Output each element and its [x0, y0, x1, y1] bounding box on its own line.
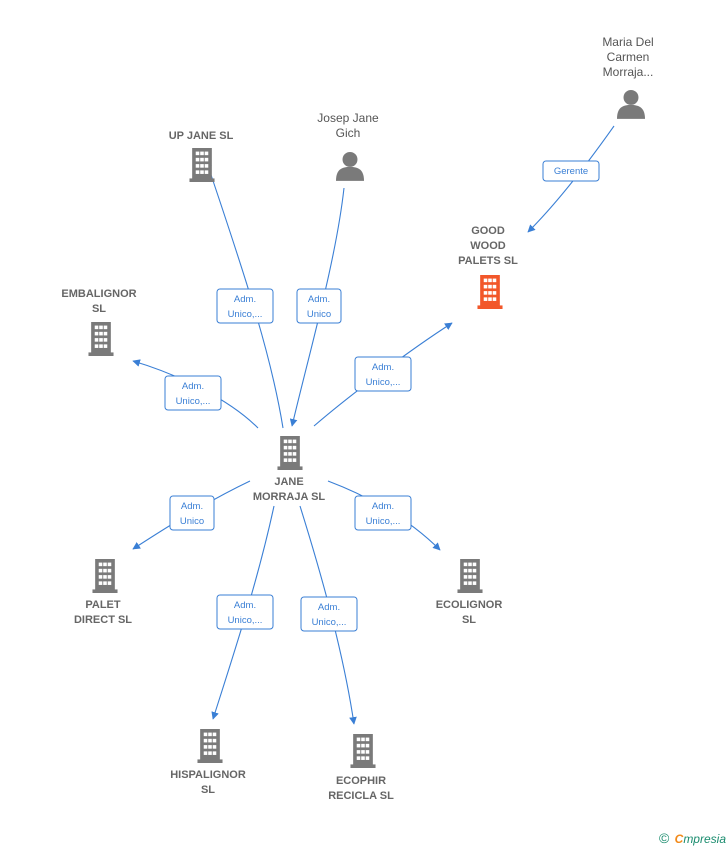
- node-label: JANE: [274, 476, 303, 488]
- node-maria-del-carmen[interactable]: Maria Del Carmen Morraja...: [602, 35, 654, 119]
- role-text: Adm.: [318, 602, 340, 613]
- node-label: SL: [462, 614, 476, 626]
- role-text: Unico,...: [228, 615, 263, 626]
- role-label-to-ecophir[interactable]: Adm. Unico,...: [300, 596, 358, 632]
- role-text: Adm.: [182, 381, 204, 392]
- role-label-to-palet[interactable]: Adm. Unico: [169, 495, 215, 531]
- building-icon: [88, 322, 114, 356]
- node-label: Carmen: [607, 50, 650, 64]
- role-text: Adm.: [308, 294, 330, 305]
- node-label: WOOD: [470, 240, 505, 252]
- empresia-watermark: © Cmpresia: [659, 830, 726, 846]
- node-label: HISPALIGNOR: [170, 769, 246, 781]
- role-label-to-embalignor[interactable]: Adm. Unico,...: [164, 375, 222, 411]
- role-text: Adm.: [234, 600, 256, 611]
- node-label: PALET: [85, 599, 121, 611]
- brand-initial: C: [674, 832, 684, 846]
- node-label: SL: [92, 303, 106, 315]
- role-label-to-hispalignor[interactable]: Adm. Unico,...: [216, 594, 274, 630]
- role-text: Unico,...: [366, 516, 401, 527]
- role-text: Unico,...: [366, 377, 401, 388]
- role-text: Unico: [307, 309, 331, 320]
- copyright-symbol: ©: [658, 830, 670, 846]
- role-text: Unico: [180, 516, 204, 527]
- role-text: Adm.: [234, 294, 256, 305]
- role-label-josep-to-center[interactable]: Adm. Unico: [296, 288, 342, 324]
- building-icon: [197, 729, 223, 763]
- node-label: GOOD: [471, 225, 505, 237]
- building-icon: [92, 559, 118, 593]
- building-icon: [350, 734, 376, 768]
- role-text: Unico,...: [176, 396, 211, 407]
- node-label: Josep Jane: [317, 111, 379, 125]
- role-text: Adm.: [181, 501, 203, 512]
- node-label: UP JANE SL: [169, 130, 234, 142]
- node-up-jane[interactable]: UP JANE SL: [169, 130, 234, 182]
- role-text: Unico,...: [228, 309, 263, 320]
- role-label-to-good-wood[interactable]: Adm. Unico,...: [354, 356, 412, 392]
- node-jane-morraja[interactable]: JANE MORRAJA SL: [253, 436, 326, 503]
- node-label: ECOLIGNOR: [436, 599, 503, 611]
- node-label: EMBALIGNOR: [61, 288, 136, 300]
- building-icon: [457, 559, 483, 593]
- role-text: Unico,...: [312, 617, 347, 628]
- node-label: Gich: [336, 126, 361, 140]
- person-icon: [336, 152, 364, 181]
- role-label-to-ecolignor[interactable]: Adm. Unico,...: [354, 495, 412, 531]
- building-icon: [477, 275, 503, 309]
- role-label-maria-to-good[interactable]: Gerente: [542, 160, 600, 182]
- node-label: PALETS SL: [458, 255, 518, 267]
- building-icon: [277, 436, 303, 470]
- node-embalignor[interactable]: EMBALIGNOR SL: [61, 288, 137, 356]
- node-label: RECICLA SL: [328, 790, 394, 802]
- brand-name: mpresia: [683, 832, 726, 846]
- node-label: Morraja...: [603, 65, 654, 79]
- node-palet-direct[interactable]: PALET DIRECT SL: [74, 559, 132, 626]
- node-label: Maria Del: [602, 35, 653, 49]
- node-hispalignor[interactable]: HISPALIGNOR SL: [170, 729, 246, 796]
- role-text: Adm.: [372, 362, 394, 373]
- node-label: DIRECT SL: [74, 614, 132, 626]
- role-text: Adm.: [372, 501, 394, 512]
- building-icon: [189, 148, 215, 182]
- node-label: MORRAJA SL: [253, 491, 326, 503]
- node-ecophir-recicla[interactable]: ECOPHIR RECICLA SL: [328, 734, 394, 802]
- node-label: ECOPHIR: [336, 775, 386, 787]
- node-label: SL: [201, 784, 215, 796]
- node-good-wood-palets[interactable]: GOOD WOOD PALETS SL: [458, 225, 518, 309]
- person-icon: [617, 90, 645, 119]
- node-josep-jane-gich[interactable]: Josep Jane Gich: [317, 111, 379, 181]
- role-label-to-up-jane[interactable]: Adm. Unico,...: [216, 288, 274, 324]
- role-text: Gerente: [554, 166, 588, 177]
- node-ecolignor[interactable]: ECOLIGNOR SL: [436, 559, 503, 626]
